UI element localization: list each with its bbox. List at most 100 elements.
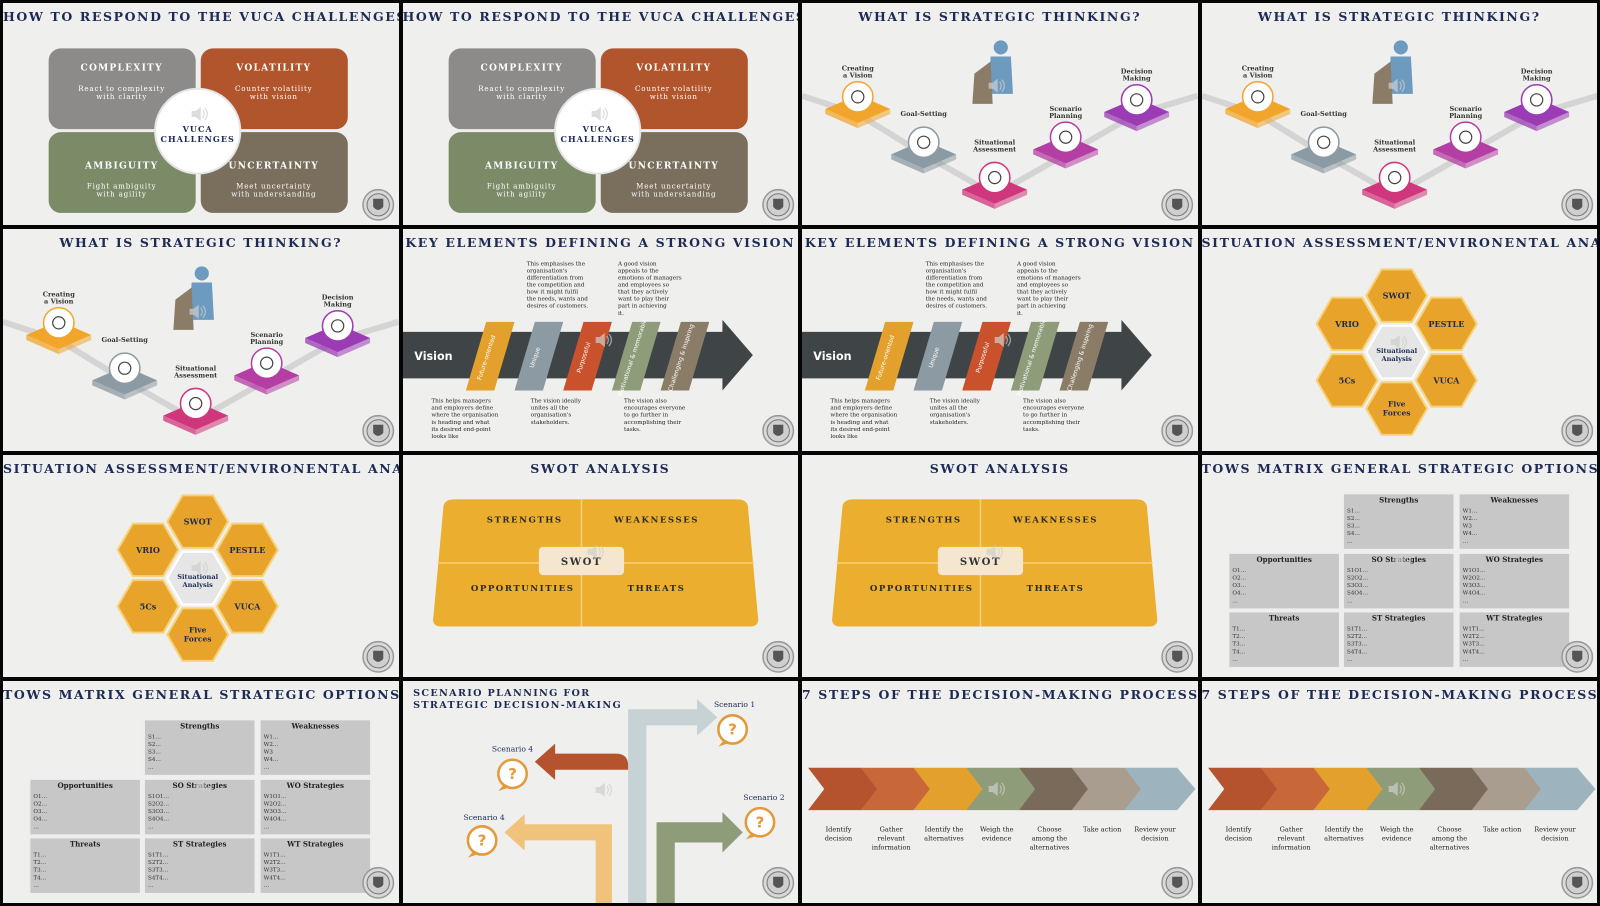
tows-item: W3T3… <box>1462 642 1484 648</box>
head-gear-icon <box>1120 83 1153 116</box>
speaker-icon[interactable] <box>587 544 604 559</box>
speaker-icon[interactable] <box>1388 781 1405 797</box>
tows-item: S1T1… <box>148 853 168 859</box>
step-label: Goal-Setting <box>1300 110 1347 118</box>
speaker-icon[interactable] <box>595 782 612 798</box>
tows-item: … <box>33 824 39 830</box>
tows-row-label <box>1226 551 1341 611</box>
step-label: decision <box>1541 834 1569 842</box>
head-gear-icon <box>1520 83 1553 116</box>
speaker-icon[interactable] <box>595 332 612 348</box>
crest-logo-icon <box>1560 866 1593 899</box>
tows-item: W3 <box>1462 524 1472 530</box>
hex-center <box>1364 324 1428 380</box>
hex-label: PESTLE <box>229 545 265 555</box>
hex-five-forces <box>166 607 230 662</box>
slide-thumbnail-situation-2[interactable]: SITUATION ASSESSMENT/ENVIRONENTAL ANALYS… <box>3 455 399 677</box>
step-label: Decision <box>1520 68 1552 76</box>
speaker-icon[interactable] <box>994 332 1012 348</box>
tows-item: W1… <box>1462 509 1477 515</box>
quadrant-ambiguity <box>48 132 196 213</box>
chart-icon <box>1049 121 1082 154</box>
tows-item: S2O2… <box>148 802 169 808</box>
crest-logo-icon <box>761 640 794 673</box>
speaker-icon[interactable] <box>988 78 1005 93</box>
step-label: evidence <box>1381 834 1411 842</box>
tows-strategy-cell <box>1457 551 1571 611</box>
quadrant-text: Fight ambiguity <box>486 182 556 191</box>
slide-thumbnail-grid: HOW TO RESPOND TO THE VUCA CHALLENGES?CO… <box>3 3 1597 903</box>
tows-item: W4… <box>264 757 279 763</box>
slide-title: HOW TO RESPOND TO THE VUCA CHALLENGES? <box>402 9 799 24</box>
speaker-icon[interactable] <box>195 778 213 794</box>
tows-item: W2O2… <box>1462 576 1485 582</box>
tows-item: W3O3… <box>264 809 287 815</box>
tows-strategy-cell <box>258 836 373 895</box>
quadrant-text: with clarity <box>496 92 547 101</box>
speaker-icon[interactable] <box>988 781 1005 797</box>
tows-item: O2… <box>1232 576 1246 582</box>
tows-item: W1O1… <box>264 794 287 800</box>
vision-label: Vision <box>414 350 452 363</box>
step-label: Weigh the <box>1379 825 1413 833</box>
step-label: Gather <box>1279 825 1303 833</box>
speaker-icon[interactable] <box>986 544 1003 559</box>
slide-thumbnail-vuca-2[interactable]: HOW TO RESPOND TO THE VUCA CHALLENGES?CO… <box>402 3 799 225</box>
quadrant-title: UNCERTAINTY <box>628 161 719 172</box>
slide-thumbnail-situation-1[interactable]: SITUATION ASSESSMENT/ENVIRONENTAL ANALYS… <box>1201 229 1597 451</box>
step-label: Take action <box>1083 825 1122 833</box>
tows-item: S2… <box>148 742 161 748</box>
speaker-icon[interactable] <box>591 106 608 122</box>
hex-center <box>166 550 230 606</box>
step-label: Assessment <box>1372 145 1416 153</box>
hex-pestle <box>1414 296 1478 352</box>
scenario-label: Scenario 4 <box>491 745 532 754</box>
quadrant-title: VOLATILITY <box>635 63 711 74</box>
center-label: Analysis <box>182 581 214 589</box>
speaker-icon[interactable] <box>1388 78 1405 93</box>
speaker-icon[interactable] <box>191 560 208 576</box>
speaker-icon[interactable] <box>189 304 206 319</box>
speaker-icon[interactable] <box>1394 552 1411 568</box>
tows-cell-title: WO Strategies <box>286 781 344 790</box>
step-chevron-1 <box>808 767 880 811</box>
vuca-center-circle <box>154 87 242 175</box>
tows-item: S4O4… <box>148 817 169 823</box>
head-gear-icon <box>321 309 354 342</box>
speaker-icon[interactable] <box>191 106 208 122</box>
quadrant-text: Meet uncertainty <box>236 182 311 191</box>
center-label: VUCA <box>581 124 612 134</box>
tows-item: W2T2… <box>264 860 286 866</box>
hex-vuca <box>215 579 279 634</box>
hex-swot <box>166 494 230 549</box>
hex-pestle <box>215 522 279 578</box>
step-label: Scenario <box>1449 105 1482 113</box>
swot-cell-label: STRENGTHS <box>886 516 962 526</box>
slide-thumbnail-vuca-1[interactable]: HOW TO RESPOND TO THE VUCA CHALLENGES?CO… <box>3 3 399 225</box>
step-label: alternatives <box>1429 844 1469 852</box>
tows-item: T3… <box>33 868 46 874</box>
speaker-icon[interactable] <box>1390 334 1407 350</box>
slide-title: 7 STEPS OF THE DECISION-MAKING PROCESS <box>802 687 1198 702</box>
chart-icon <box>250 347 283 380</box>
tows-item: T4… <box>1232 649 1245 655</box>
scenario-label: Scenario 1 <box>713 700 754 709</box>
scenario-arrow-2 <box>656 812 743 903</box>
swot-cell-label: THREATS <box>1027 584 1085 594</box>
tows-cell-title: Strengths <box>1379 495 1418 504</box>
